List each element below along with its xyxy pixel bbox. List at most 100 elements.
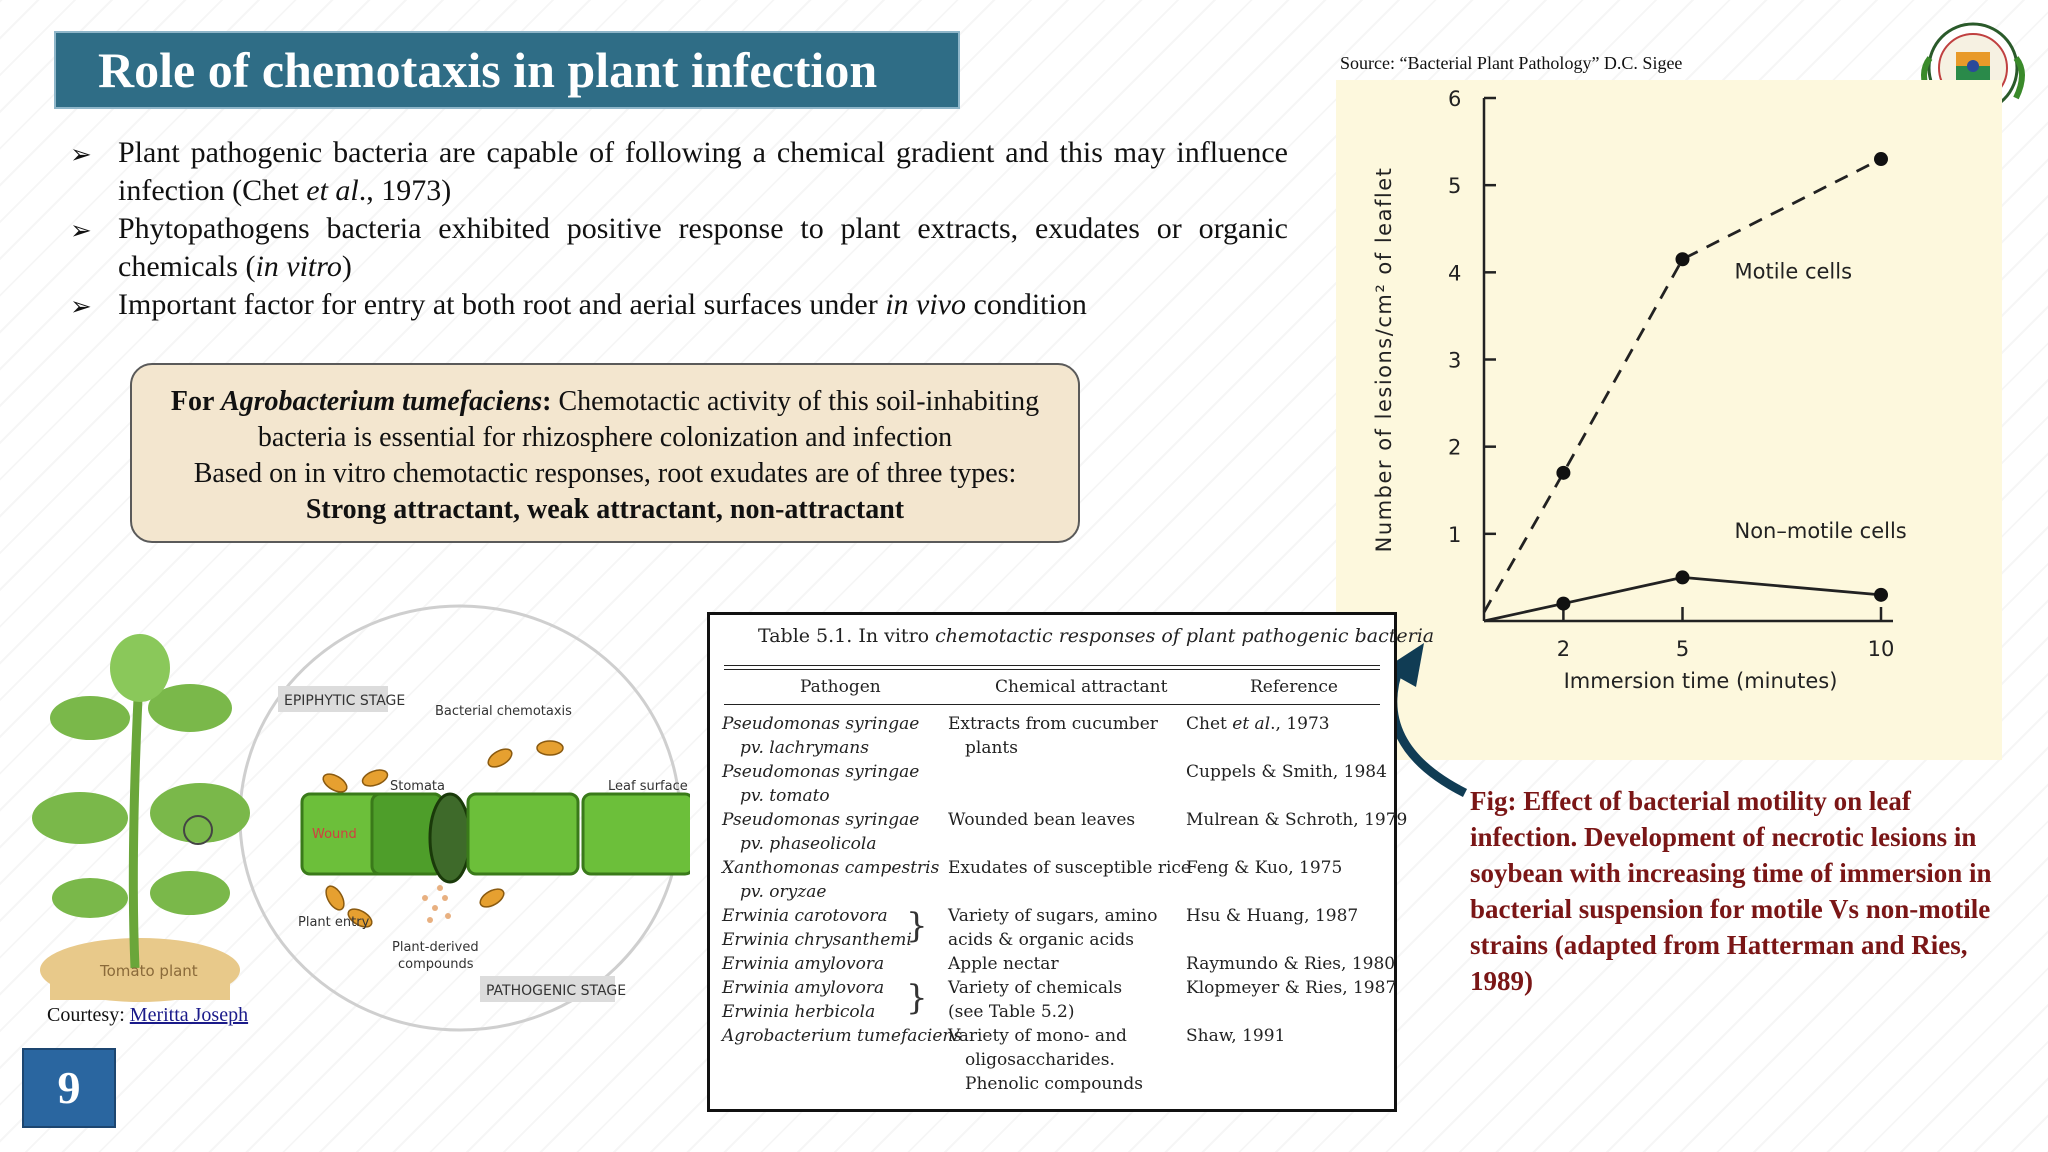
y-tick-label: 3 <box>1448 349 1461 373</box>
courtesy-credit: Courtesy: Meritta Joseph <box>47 1004 249 1026</box>
data-point <box>1675 252 1690 267</box>
y-tick-label: 1 <box>1448 523 1461 547</box>
non-motile-cells-line <box>1483 576 1882 623</box>
figure-caption: Fig: Effect of bacterial motility on lea… <box>1470 786 1992 996</box>
slide-title: Role of chemotaxis in plant infection <box>98 42 878 98</box>
table-rule <box>724 665 1380 666</box>
table-attractant-cell: Phenolic compounds <box>965 1074 1143 1094</box>
chemotactic-responses-table: Table 5.1. In vitro chemotactic response… <box>707 612 1434 1112</box>
page-number: 9 <box>22 1048 116 1128</box>
table-pathogen-cell: Erwinia amylovora <box>722 978 885 998</box>
motile-cells-line <box>1482 157 1882 613</box>
stomata-icon <box>428 792 472 884</box>
table-pathogen-cell: pv. phaseolicola <box>740 834 877 854</box>
table-attractant-cell: Wounded bean leaves <box>948 810 1136 830</box>
table-attractant-cell: oligosaccharides. <box>965 1050 1115 1070</box>
table-pathogen-cell: Erwinia carotovora <box>722 906 888 926</box>
courtesy-link[interactable]: Meritta Joseph <box>129 1004 249 1026</box>
table-reference-cell: Klopmeyer & Ries, 1987 <box>1186 978 1397 998</box>
table-brace-icon: } <box>906 978 928 1018</box>
table-pathogen-cell: Xanthomonas campestris <box>722 858 940 878</box>
table-header-attractant: Chemical attractant <box>995 677 1168 697</box>
info-box-line-1: For Agrobacterium tumefaciens: Chemotact… <box>170 386 1040 453</box>
chemotaxis-diagram: Tomato plant EPIPHYTIC STAGE PATHOGENIC … <box>32 604 690 1032</box>
wound-label: Wound <box>312 827 357 842</box>
bullet-item: ➢Important factor for entry at both root… <box>70 286 1288 324</box>
y-tick-label: 6 <box>1448 87 1461 111</box>
table-pathogen-cell: Erwinia chrysanthemi <box>722 930 912 950</box>
y-tick-label: 4 <box>1448 261 1461 285</box>
compounds-label: compounds <box>398 957 474 972</box>
tomato-plant-label: Tomato plant <box>99 962 198 980</box>
table-attractant-cell: Exudates of susceptible rice <box>948 858 1191 878</box>
table-reference-cell: Shaw, 1991 <box>1186 1026 1286 1046</box>
data-point <box>1874 152 1888 167</box>
table-pathogen-cell: pv. tomato <box>740 786 830 806</box>
table-attractant-cell: acids & organic acids <box>948 930 1135 950</box>
table-pathogen-cell: Erwinia herbicola <box>722 1002 876 1022</box>
pathogenic-stage-badge <box>480 976 615 1002</box>
non-motile-cells-label: Non–motile cells <box>1735 519 1907 543</box>
stomata-label: Stomata <box>390 779 445 794</box>
bacteria-icon <box>322 740 564 928</box>
table-pathogen-cell: Pseudomonas syringae <box>722 810 920 830</box>
y-tick-label: 5 <box>1448 174 1461 198</box>
table-reference-cell: Feng & Kuo, 1975 <box>1186 858 1343 878</box>
table-pathogen-cell: pv. lachrymans <box>740 738 869 758</box>
table-attractant-cell: Extracts from cucumber <box>948 714 1158 734</box>
data-point <box>1556 596 1571 611</box>
leaf-surface-label: Leaf surface <box>608 779 688 794</box>
table-pathogen-cell: Erwinia amylovora <box>722 954 885 974</box>
bullet-item: ➢Phytopathogens bacteria exhibited posit… <box>70 212 1288 283</box>
table-pathogen-cell: Agrobacterium tumefaciens <box>722 1026 963 1046</box>
y-axis-label: Number of lesions/cm² of leaflet <box>1372 167 1396 553</box>
data-point <box>1675 570 1690 585</box>
table-reference-cell: Hsu & Huang, 1987 <box>1186 906 1359 926</box>
bullet-item: ➢Plant pathogenic bacteria are capable o… <box>70 136 1288 207</box>
data-point <box>1556 465 1571 480</box>
table-reference-cell: Mulrean & Schroth, 1979 <box>1186 810 1408 830</box>
info-box-line-2: Based on in vitro chemotactic responses,… <box>193 458 1017 489</box>
chart-source: Source: “Bacterial Plant Pathology” D.C.… <box>1340 53 1683 73</box>
x-tick-label: 10 <box>1868 637 1895 661</box>
table-reference-cell: Cuppels & Smith, 1984 <box>1186 762 1387 782</box>
plant-derived-label: Plant-derived <box>392 940 479 955</box>
epiphytic-stage-badge <box>278 686 388 712</box>
table-pathogen-cell: Pseudomonas syringae <box>722 762 920 782</box>
table-attractant-cell: plants <box>965 738 1018 758</box>
plant-derived-compounds-icon <box>422 885 451 923</box>
table-rule <box>724 669 1380 670</box>
bullet-arrow-icon: ➢ <box>70 216 92 245</box>
table-caption: Table 5.1. In vitro chemotactic response… <box>758 625 1435 647</box>
table-attractant-cell: Variety of sugars, amino <box>948 906 1158 926</box>
table-rule <box>724 704 1380 705</box>
leaf-cell <box>581 792 690 876</box>
table-attractant-cell: (see Table 5.2) <box>948 1002 1075 1022</box>
table-brace-icon: } <box>906 906 928 946</box>
data-point <box>1874 587 1888 602</box>
x-tick-label: 5 <box>1676 637 1689 661</box>
leaf-cell <box>466 792 580 876</box>
table-reference-cell: Chet et al., 1973 <box>1186 714 1330 734</box>
info-box-line-3: Strong attractant, weak attractant, non-… <box>305 494 905 525</box>
motile-cells-label: Motile cells <box>1735 259 1853 283</box>
agrobacterium-info-box: For Agrobacterium tumefaciens: Chemotact… <box>130 363 1080 543</box>
tomato-plant-icon <box>32 634 250 1002</box>
table-attractant-cell: Variety of chemicals <box>948 978 1123 998</box>
bullet-arrow-icon: ➢ <box>70 140 92 169</box>
table-attractant-cell: Apple nectar <box>948 954 1059 974</box>
bullet-arrow-icon: ➢ <box>70 292 92 321</box>
table-pathogen-cell: pv. oryzae <box>740 882 827 902</box>
slide-title-bar: Role of chemotaxis in plant infection <box>54 31 960 109</box>
table-header-pathogen: Pathogen <box>800 677 881 697</box>
table-pathogen-cell: Pseudomonas syringae <box>722 714 920 734</box>
y-tick-label: 2 <box>1448 436 1461 460</box>
epiphytic-stage-label: EPIPHYTIC STAGE <box>284 693 405 709</box>
pathogenic-stage-label: PATHOGENIC STAGE <box>486 983 626 999</box>
x-axis-label: Immersion time (minutes) <box>1564 669 1838 693</box>
table-header-reference: Reference <box>1250 677 1338 697</box>
table-reference-cell: Raymundo & Ries, 1980 <box>1186 954 1396 974</box>
bullet-list: ➢Plant pathogenic bacteria are capable o… <box>70 134 1288 324</box>
